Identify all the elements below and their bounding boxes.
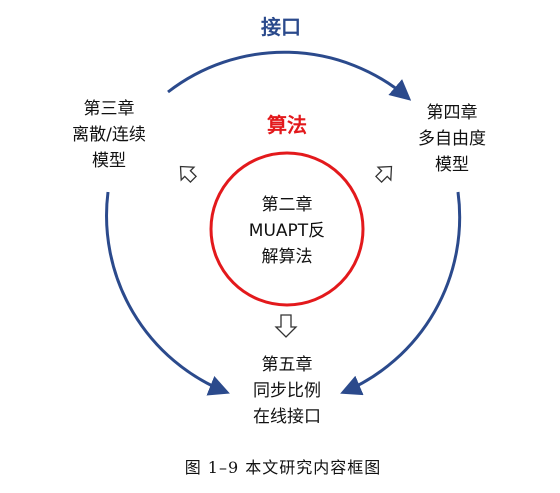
hollow-arrow-left-icon [179, 165, 197, 183]
right-line-1: 第四章 [427, 103, 478, 123]
left-line-2: 离散/连续 [72, 125, 146, 145]
left-arc-arrow [105, 191, 230, 396]
right-line-2: 多自由度 [418, 129, 486, 149]
left-line-3: 模型 [92, 151, 126, 171]
bottom-line-1: 第五章 [262, 355, 313, 375]
center-line-1: 第二章 [262, 195, 313, 215]
top-arc-arrow [167, 50, 412, 101]
bottom-line-3: 在线接口 [253, 407, 321, 427]
center-circle [209, 151, 365, 307]
hollow-arrow-down-icon [274, 314, 298, 338]
center-label: 算法 [267, 113, 307, 137]
hollow-arrow-right-icon [375, 165, 393, 183]
right-line-3: 模型 [435, 155, 469, 175]
top-label: 接口 [261, 15, 301, 39]
right-arc-arrow [340, 191, 462, 396]
bottom-line-2: 同步比例 [253, 381, 321, 401]
center-line-2: MUAPT反 [249, 221, 325, 241]
center-line-3: 解算法 [262, 247, 313, 267]
figure-caption: 图 1–9 本文研究内容框图 [185, 458, 382, 477]
left-line-1: 第三章 [84, 99, 135, 119]
